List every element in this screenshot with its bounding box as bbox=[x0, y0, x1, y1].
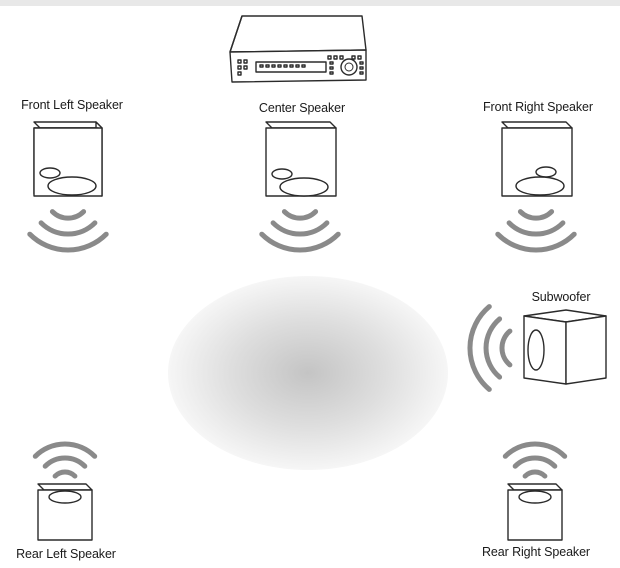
front-left-speaker-label: Front Left Speaker bbox=[21, 98, 123, 112]
subwoofer-label: Subwoofer bbox=[531, 290, 591, 304]
front-right-wave-3 bbox=[495, 231, 577, 253]
rear-left-speaker-label: Rear Left Speaker bbox=[16, 547, 116, 561]
listening-area bbox=[168, 276, 448, 470]
front-left-wave-1 bbox=[49, 209, 87, 221]
center-wave-3 bbox=[259, 231, 341, 253]
front-right-speaker-icon bbox=[501, 121, 573, 197]
subwoofer-wave-3 bbox=[467, 304, 492, 392]
center-speaker-label: Center Speaker bbox=[258, 101, 346, 115]
center-wave-1 bbox=[281, 209, 319, 221]
front-left-wave-2 bbox=[38, 220, 98, 237]
rear-right-speaker-label: Rear Right Speaker bbox=[482, 545, 590, 559]
front-right-wave-1 bbox=[517, 209, 555, 221]
center-wave-2 bbox=[270, 220, 330, 237]
rear-left-wave-2 bbox=[42, 455, 88, 469]
top-bar bbox=[0, 0, 620, 6]
rear-left-wave-3 bbox=[32, 441, 98, 459]
subwoofer-wave-1 bbox=[499, 328, 513, 368]
rear-left-speaker-icon bbox=[37, 483, 93, 541]
sound-waves bbox=[27, 209, 577, 479]
front-right-wave-2 bbox=[506, 220, 566, 237]
front-left-speaker-icon bbox=[33, 121, 103, 197]
subwoofer-icon bbox=[523, 309, 607, 385]
center-speaker-icon bbox=[265, 121, 337, 197]
rear-right-wave-2 bbox=[512, 455, 558, 469]
rear-right-wave-3 bbox=[502, 441, 568, 459]
front-right-speaker-label: Front Right Speaker bbox=[483, 100, 593, 114]
av-receiver-icon bbox=[229, 15, 367, 83]
rear-right-speaker-icon bbox=[507, 483, 563, 541]
subwoofer-wave-2 bbox=[483, 316, 503, 380]
rear-right-wave-1 bbox=[522, 469, 548, 479]
rear-left-wave-1 bbox=[52, 469, 78, 479]
front-left-wave-3 bbox=[27, 231, 109, 253]
